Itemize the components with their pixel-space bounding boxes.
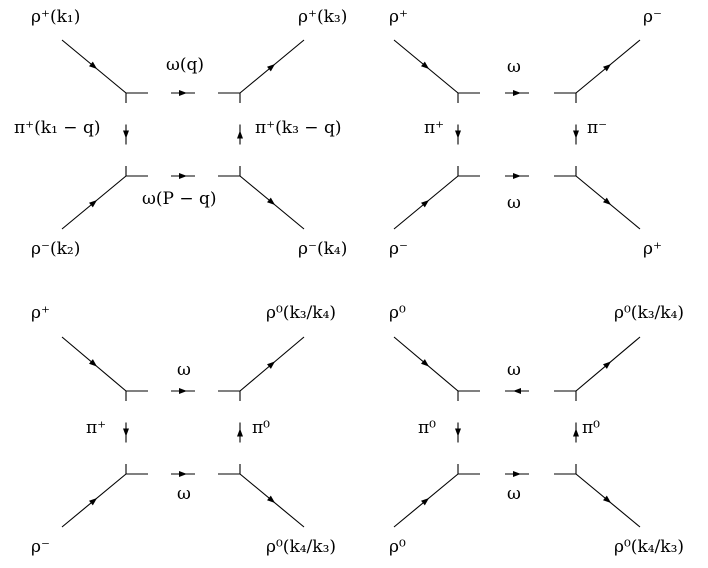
d1-bottom-propagator-arrow	[179, 173, 187, 179]
d3-bottom-propagator-arrow	[179, 471, 187, 477]
d2-top-propagator-arrow	[513, 90, 521, 96]
d2-leg-top-left-arrow	[421, 61, 430, 70]
d4-leg-bottom-right-arrow	[603, 495, 612, 504]
d1-top-propagator-arrow	[179, 90, 187, 96]
d2-bottom-right-label: ρ⁺	[643, 239, 662, 259]
d1-leg-top-right-arrow	[267, 63, 276, 72]
d3-top-prop-label: ω	[177, 360, 191, 380]
d4-top-left-label: ρ⁰	[389, 303, 406, 323]
d1-left-prop-label: π⁺(k₁ − q)	[14, 118, 101, 138]
d1-bottom-right-label: ρ⁻(k₄)	[298, 239, 348, 259]
d4-leg-top-left-arrow	[421, 359, 430, 367]
d2-right-propagator-arrow	[573, 130, 579, 139]
d4-bottom-propagator-arrow	[513, 471, 521, 477]
d3-top-right-label: ρ⁰(k₃/k₄)	[266, 303, 337, 323]
d1-top-prop-label: ω(q)	[166, 55, 205, 75]
d1-top-left-label: ρ⁺(k₁)	[31, 7, 81, 27]
d2-leg-top-right-arrow	[603, 63, 612, 72]
d4-right-prop-label: π⁰	[582, 418, 600, 438]
d2-right-prop-label: π⁻	[587, 118, 608, 138]
d1-leg-top-left-arrow	[89, 61, 98, 70]
d2-leg-bottom-left-arrow	[421, 199, 430, 208]
d4-top-propagator-arrow	[513, 388, 521, 394]
d1-right-prop-label: π⁺(k₃ − q)	[255, 118, 342, 138]
d2-bottom-propagator-arrow	[513, 173, 521, 179]
d2-bottom-prop-label: ω	[507, 193, 521, 213]
d1-leg-bottom-right-arrow	[267, 197, 276, 206]
d3-top-propagator-arrow	[179, 388, 187, 394]
d4-bottom-left-label: ρ⁰	[389, 537, 406, 557]
d2-bottom-left-label: ρ⁻	[389, 239, 408, 259]
d2-left-propagator-arrow	[455, 130, 461, 139]
d4-leg-bottom-left-arrow	[421, 497, 430, 506]
d3-left-prop-label: π⁺	[86, 418, 107, 438]
d1-left-propagator-arrow	[123, 130, 129, 139]
d1-bottom-prop-label: ω(P − q)	[142, 189, 217, 209]
d4-bottom-prop-label: ω	[507, 484, 521, 504]
d3-left-propagator-arrow	[123, 428, 129, 437]
d3-leg-top-right-arrow	[267, 361, 276, 369]
d4-right-propagator-arrow	[573, 428, 579, 437]
d3-leg-bottom-left-arrow	[89, 497, 98, 506]
d4-top-prop-label: ω	[507, 360, 521, 380]
d3-bottom-prop-label: ω	[177, 484, 191, 504]
d3-leg-top-left-arrow	[89, 359, 98, 367]
d3-right-prop-label: π⁰	[252, 418, 270, 438]
d4-leg-top-right-arrow	[603, 361, 612, 369]
d2-top-prop-label: ω	[507, 57, 521, 77]
d2-top-left-label: ρ⁺	[389, 7, 408, 27]
d3-bottom-right-label: ρ⁰(k₄/k₃)	[266, 537, 337, 557]
d2-left-prop-label: π⁺	[424, 118, 445, 138]
d4-top-right-label: ρ⁰(k₃/k₄)	[614, 303, 685, 323]
d1-leg-bottom-left-arrow	[89, 199, 98, 208]
d2-top-right-label: ρ⁻	[643, 7, 662, 27]
d1-top-right-label: ρ⁺(k₃)	[298, 7, 348, 27]
d4-left-prop-label: π⁰	[418, 418, 436, 438]
d1-right-propagator-arrow	[237, 130, 243, 139]
d3-leg-bottom-right-arrow	[267, 495, 276, 504]
d1-bottom-left-label: ρ⁻(k₂)	[31, 239, 81, 259]
d3-right-propagator-arrow	[237, 428, 243, 437]
d3-top-left-label: ρ⁺	[31, 303, 50, 323]
d4-bottom-right-label: ρ⁰(k₄/k₃)	[614, 537, 685, 557]
d2-leg-bottom-right-arrow	[603, 197, 612, 206]
d3-bottom-left-label: ρ⁻	[31, 537, 50, 557]
d4-left-propagator-arrow	[455, 428, 461, 437]
